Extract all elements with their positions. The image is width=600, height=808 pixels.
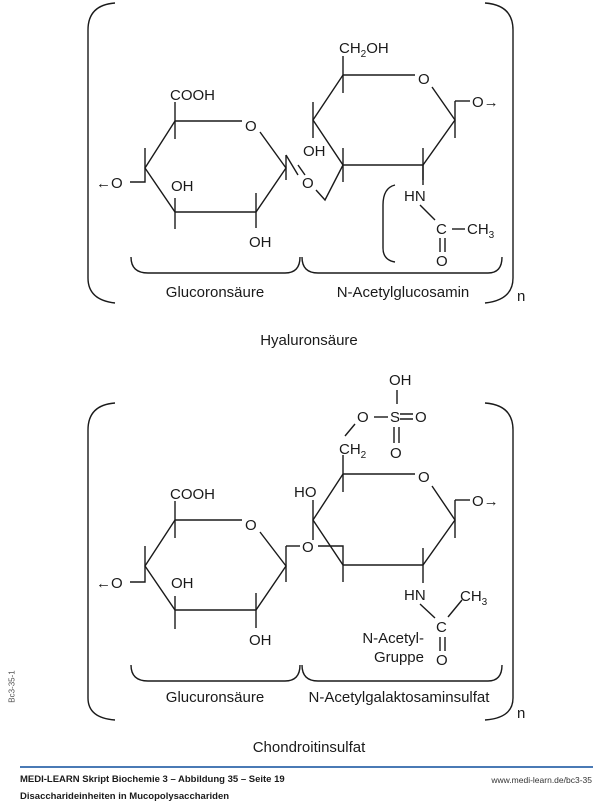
chondroitin-title: Chondroitinsulfat (253, 739, 366, 756)
carbonyl-oxygen: O (436, 652, 448, 669)
left-glycosidic-link: ←O (96, 175, 123, 192)
left-repeat-bracket (87, 2, 116, 304)
sulfate-link-oxygen: O (357, 409, 369, 426)
sulfate-hydroxyl: OH (389, 372, 412, 389)
carbonyl-carbon: C (436, 221, 447, 238)
glycosidic-bond (297, 164, 306, 176)
sulfate-oxygen: O (415, 409, 427, 426)
amine-group: HN (404, 188, 426, 205)
hydroxyl-group: OH (249, 632, 272, 649)
right-glycosidic-link: O→ (472, 493, 499, 510)
figure-code: Bc3-35-1 (7, 670, 17, 703)
ring-oxygen: O (418, 469, 430, 486)
sulfur-atom: S (390, 409, 400, 426)
footer-title: MEDI-LEARN Skript Biochemie 3 – Abbildun… (20, 774, 285, 785)
acetyl-group-label: Gruppe (374, 649, 424, 666)
hydroxyl-group: OH (303, 143, 326, 160)
chondroitin-sulfate-structure: n COOH O OH OH ←O O (87, 372, 525, 756)
glycosidic-oxygen: O (302, 175, 314, 192)
unit-brace-left (130, 664, 301, 682)
hydroxyl-group: OH (171, 178, 194, 195)
hyaluronic-acid-structure: n COOH O OH OH ←O O (87, 2, 525, 349)
acetyl-group-label: N-Acetyl- (362, 630, 424, 647)
unit-label-galactosamine-sulfate: N-Acetylgalaktosaminsulfat (309, 689, 491, 706)
carbonyl-oxygen: O (436, 253, 448, 270)
footer-divider (20, 766, 593, 768)
cooh-group: COOH (170, 87, 215, 104)
hydroxyl-group: HO (294, 484, 317, 501)
cooh-group: COOH (170, 486, 215, 503)
amine-group: HN (404, 587, 426, 604)
right-repeat-bracket (484, 2, 514, 304)
glucuronic-ring: COOH O OH OH ←O (96, 486, 300, 649)
repeat-n: n (517, 288, 525, 305)
unit-brace-right (301, 664, 503, 682)
unit-label-glucosamine: N-Acetylglucosamin (337, 284, 470, 301)
sulfate-oxygen: O (390, 445, 402, 462)
hydroxyl-group: OH (171, 575, 194, 592)
methyl-group: CH3 (467, 221, 495, 241)
footer-subtitle: Disaccharideinheiten in Mucopolysacchari… (20, 791, 230, 802)
methyl-group: CH3 (460, 588, 488, 608)
ch2-group: CH2 (339, 441, 367, 461)
hydroxyl-group: OH (249, 234, 272, 251)
glucosamine-ring: CH2OH O O→ OH HN C CH3 O (303, 40, 499, 270)
galactosamine-ring: HO O O→ CH2 O S O OH O HN C CH3 O N-Acet… (294, 372, 499, 669)
carbonyl-carbon: C (436, 619, 447, 636)
footer-url-link[interactable]: www.medi-learn.de/bc3-35 (491, 775, 592, 785)
ch2oh-group: CH2OH (339, 40, 389, 60)
ring-oxygen: O (418, 71, 430, 88)
unit-brace-right (301, 256, 503, 274)
unit-label-glucuronic: Glucuronsäure (166, 689, 264, 706)
unit-label-glucuronic: Glucoronsäure (166, 284, 264, 301)
repeat-n: n (517, 705, 525, 722)
acetyl-bracket (382, 184, 396, 263)
glycosidic-oxygen: O (302, 539, 314, 556)
unit-brace-left (130, 256, 301, 274)
hyaluronic-title: Hyaluronsäure (260, 332, 358, 349)
ring-oxygen: O (245, 118, 257, 135)
glycosidic-bond (318, 545, 344, 565)
left-repeat-bracket (87, 402, 116, 721)
left-glycosidic-link: ←O (96, 575, 123, 592)
glucuronic-ring: COOH O OH OH ←O (96, 87, 299, 251)
right-repeat-bracket (484, 402, 514, 721)
right-glycosidic-link: O→ (472, 94, 499, 111)
ring-oxygen: O (245, 517, 257, 534)
